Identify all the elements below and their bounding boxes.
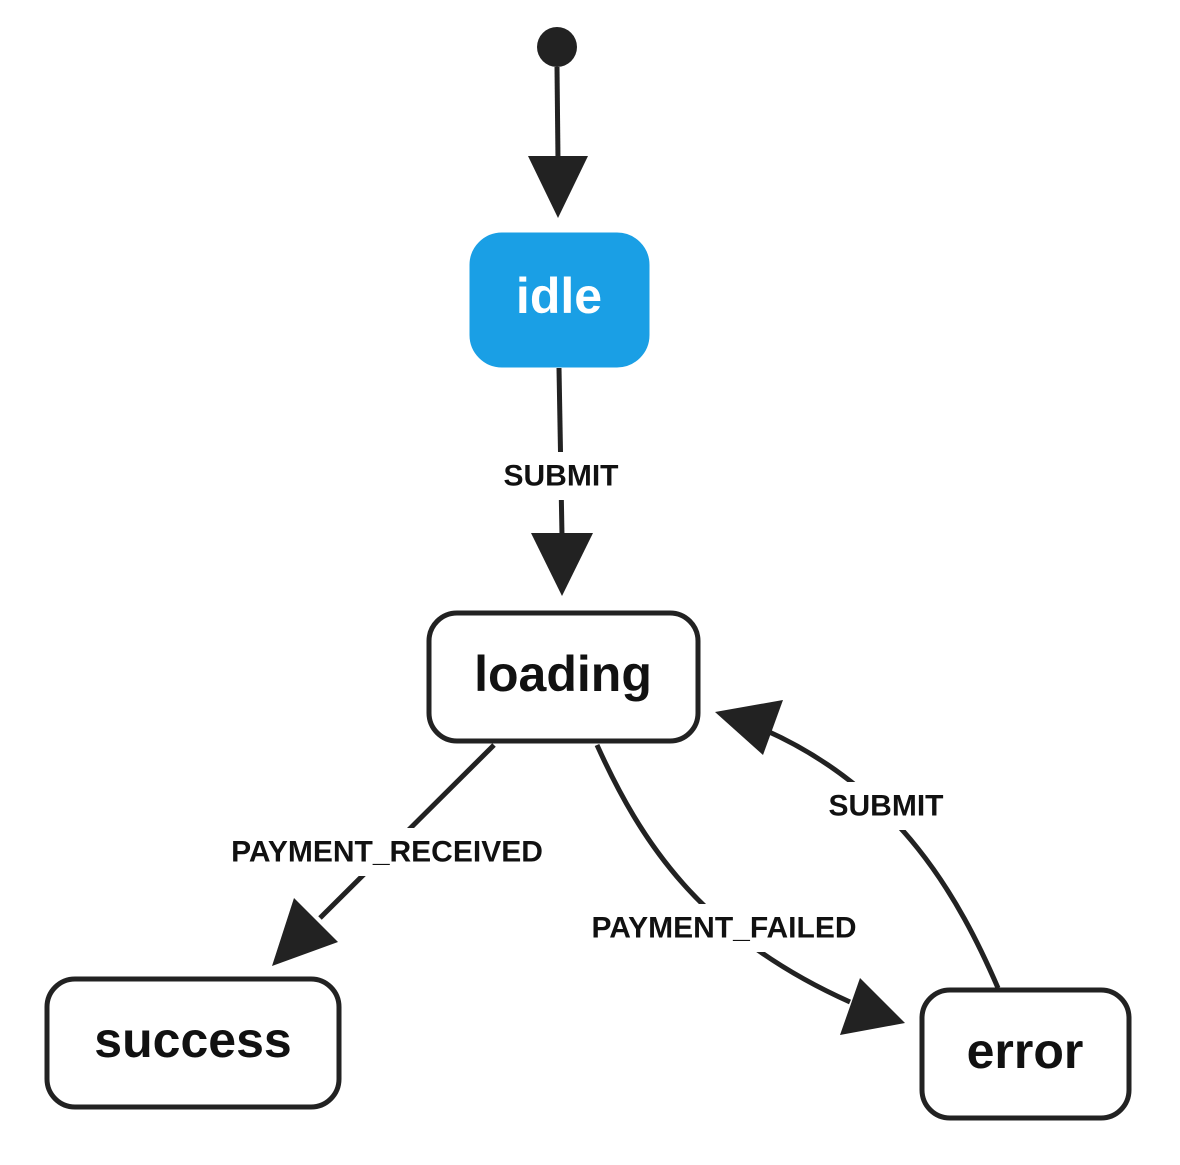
transition-loading-error: PAYMENT_FAILED bbox=[562, 743, 905, 1035]
transition-label-submit-retry: SUBMIT bbox=[829, 790, 944, 823]
edge-label-background bbox=[562, 904, 886, 952]
transition-loading-success: PAYMENT_RECEIVED bbox=[196, 743, 578, 966]
transition-label-payment-failed: PAYMENT_FAILED bbox=[591, 912, 856, 945]
state-box bbox=[426, 610, 701, 744]
state-success: success bbox=[44, 976, 342, 1110]
arrowhead bbox=[715, 700, 783, 755]
arrowhead bbox=[531, 533, 593, 596]
state-label: loading bbox=[474, 646, 652, 702]
arrowhead bbox=[528, 156, 588, 218]
transition-edge bbox=[763, 727, 1001, 989]
transition-label-payment-received: PAYMENT_RECEIVED bbox=[231, 836, 543, 869]
transition-initial-idle bbox=[528, 66, 588, 218]
transition-edge bbox=[594, 743, 852, 1005]
state-box bbox=[919, 987, 1132, 1121]
transition-label-submit: SUBMIT bbox=[504, 460, 619, 493]
state-box bbox=[469, 232, 650, 368]
state-error: error bbox=[919, 987, 1132, 1121]
arrowhead bbox=[840, 978, 905, 1035]
state-idle: idle bbox=[469, 232, 650, 368]
initial-state-dot bbox=[537, 27, 577, 67]
state-label: error bbox=[967, 1023, 1084, 1079]
transition-error-loading: SUBMIT bbox=[715, 700, 1001, 989]
state-loading: loading bbox=[426, 610, 701, 744]
transition-edge bbox=[554, 66, 561, 161]
arrowhead bbox=[272, 898, 338, 966]
edge-label-background bbox=[196, 828, 578, 876]
state-label: idle bbox=[516, 268, 602, 324]
transition-idle-loading: SUBMIT bbox=[480, 367, 640, 596]
state-label: success bbox=[94, 1012, 291, 1068]
edge-label-background bbox=[808, 782, 964, 830]
edge-label-background bbox=[480, 452, 640, 500]
state-box bbox=[44, 976, 342, 1110]
